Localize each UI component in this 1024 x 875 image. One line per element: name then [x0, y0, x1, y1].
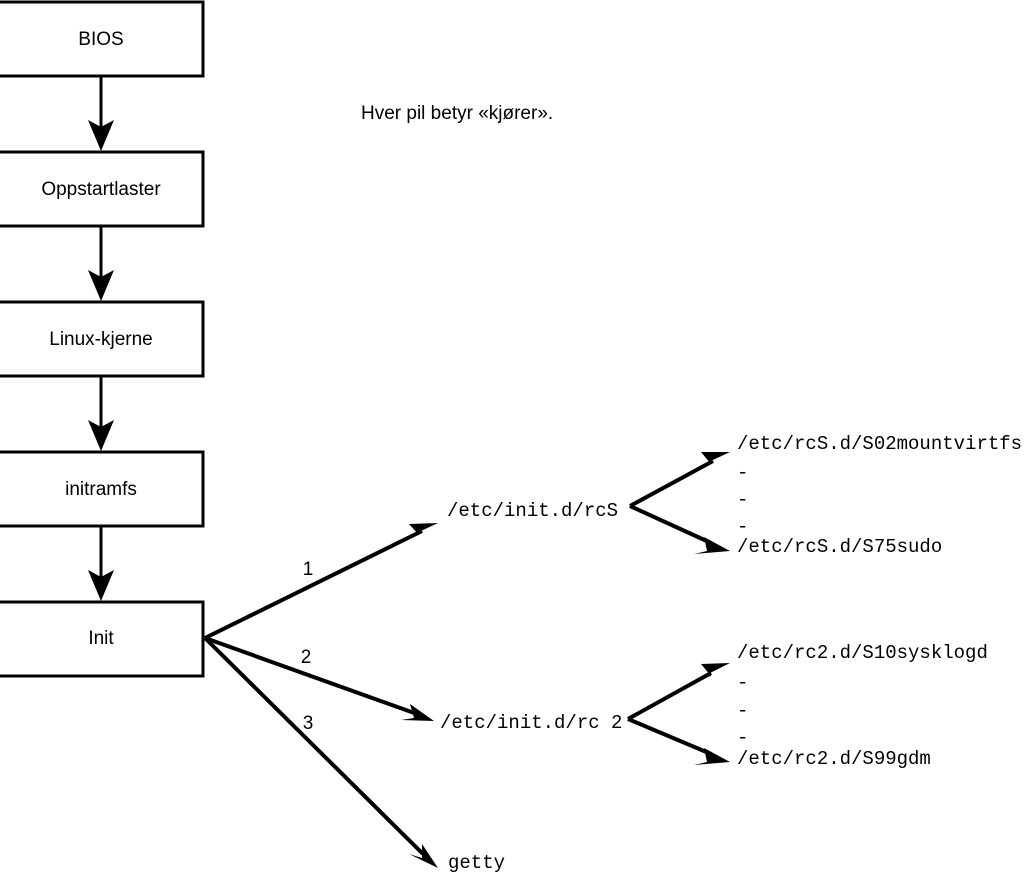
node-oppstartlaster-rect[interactable] — [0, 150, 205, 228]
leaf-rcs-last[interactable]: /etc/rcS.d/S75sudo — [737, 536, 942, 558]
arrow-oppstartlaster-to-linux-kjerne — [88, 227, 114, 301]
arrow-init-to-rcs — [204, 523, 438, 640]
node-init[interactable]: Init — [0, 600, 205, 678]
node-linux-kjerne-label: Linux-kjerne — [49, 329, 153, 350]
node-linux-kjerne[interactable]: Linux-kjerne — [0, 300, 205, 378]
edge-number-3: 3 — [303, 713, 314, 734]
arrow-head-rcs-first — [698, 452, 730, 467]
arrow-head-rc2-first — [698, 663, 730, 679]
ellipsis-rcs-3: - — [737, 516, 748, 538]
node-initramfs[interactable]: initramfs — [0, 450, 205, 528]
node-initramfs-rect[interactable] — [0, 450, 205, 528]
arrow-init-to-getty — [203, 636, 438, 868]
ellipsis-rcs-1: - — [737, 462, 748, 484]
ellipsis-rcs-2: - — [737, 489, 748, 511]
node-initramfs-label: initramfs — [65, 479, 137, 500]
leaf-rc2-first[interactable]: /etc/rc2.d/S10sysklogd — [737, 642, 988, 664]
node-bios-label: BIOS — [78, 29, 123, 50]
node-oppstartlaster[interactable]: Oppstartlaster — [0, 150, 205, 228]
node-linux-kjerne-rect[interactable] — [0, 300, 205, 378]
edge-number-1: 1 — [303, 559, 314, 580]
edge-number-2: 2 — [301, 647, 312, 668]
node-oppstartlaster-label: Oppstartlaster — [41, 179, 161, 200]
vertical-arrows-group — [88, 77, 114, 601]
diagram-caption: Hver pil betyr «kjører». — [361, 103, 553, 124]
init-fanout-group: 1 2 3 — [203, 523, 438, 868]
rcs-branch-group: /etc/rcS.d/S02mountvirtfs - - - /etc/rcS… — [629, 433, 1022, 558]
boot-chain-group: BIOS Oppstartlaster Linux-kjerne initram… — [0, 0, 205, 678]
leaf-rc2-last[interactable]: /etc/rc2.d/S99gdm — [737, 748, 931, 770]
ellipsis-rc2-1: - — [737, 672, 748, 694]
arrow-bios-to-oppstartlaster — [88, 77, 114, 151]
node-getty-label[interactable]: getty — [448, 852, 505, 874]
ellipsis-rc2-2: - — [737, 700, 748, 722]
node-bios-rect[interactable] — [0, 0, 205, 78]
mid-level-nodes-group: /etc/init.d/rcS /etc/init.d/rc 2 getty — [440, 500, 622, 874]
arrow-linux-kjerne-to-initramfs — [88, 377, 114, 451]
arrow-head-rcs-last — [694, 537, 730, 554]
node-init-d-rcs-label[interactable]: /etc/init.d/rcS — [447, 500, 618, 522]
ellipsis-rc2-3: - — [737, 727, 748, 749]
arrow-initramfs-to-init — [88, 527, 114, 601]
node-init-d-rc2-label[interactable]: /etc/init.d/rc 2 — [440, 712, 622, 734]
node-init-rect[interactable] — [0, 600, 205, 678]
arrow-init-to-rc2 — [204, 636, 434, 721]
node-bios[interactable]: BIOS — [0, 0, 205, 78]
arrow-head-rc2-last — [694, 748, 730, 765]
leaf-rcs-first[interactable]: /etc/rcS.d/S02mountvirtfs — [737, 433, 1022, 455]
rc2-branch-group: /etc/rc2.d/S10sysklogd - - - /etc/rc2.d/… — [627, 642, 988, 770]
node-init-label: Init — [88, 628, 114, 649]
